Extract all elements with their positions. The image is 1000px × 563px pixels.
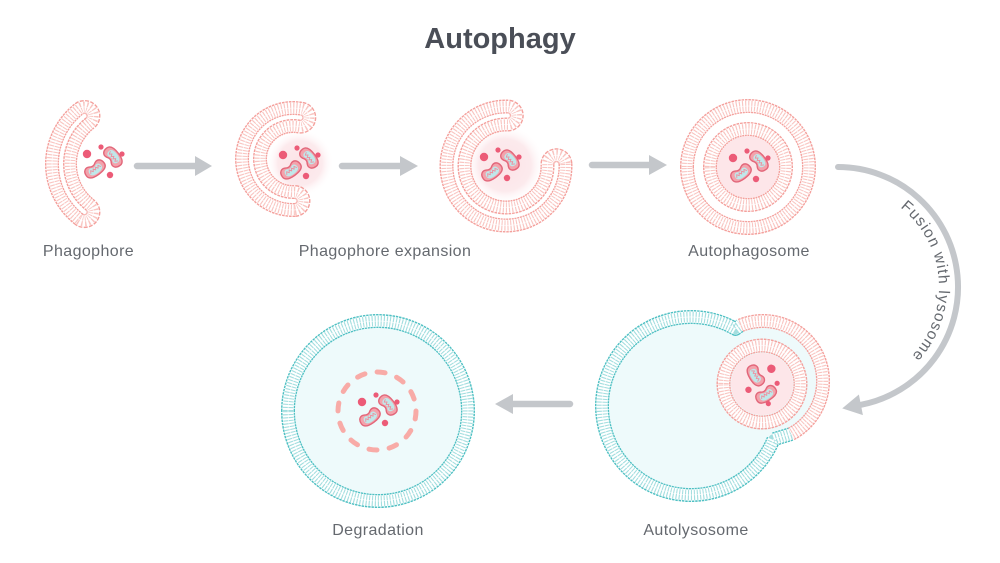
autophagosome-inner-membrane bbox=[703, 122, 793, 212]
mitochondrion-cristae bbox=[383, 399, 394, 410]
mitochondrion bbox=[103, 146, 123, 168]
mitochondrion-cristae bbox=[304, 152, 315, 163]
cargo-particle bbox=[479, 152, 489, 162]
arrow-head bbox=[400, 156, 418, 176]
cargo-particle bbox=[765, 401, 771, 407]
phagophore-expansion-early-illustration bbox=[235, 101, 334, 217]
cargo-particle bbox=[744, 148, 750, 154]
cargo-particle bbox=[294, 145, 300, 151]
mitochondrion-cristae bbox=[108, 151, 119, 162]
cargo-particle bbox=[728, 153, 738, 163]
autophagosome-outer-membrane bbox=[680, 99, 816, 235]
cargo-particle bbox=[302, 172, 310, 180]
cargo-particle bbox=[381, 419, 389, 427]
mitochondrion bbox=[755, 384, 778, 404]
bilayer-midplane bbox=[51, 106, 94, 222]
arrow-expansion-to-autophagosome bbox=[588, 155, 667, 175]
cargo-particle bbox=[315, 152, 321, 158]
diagram-title: Autophagy bbox=[424, 23, 575, 55]
lysosome-membrane bbox=[595, 310, 794, 502]
mitochondrion-cristae bbox=[754, 155, 765, 166]
expanding-phagophore-membrane bbox=[439, 99, 573, 233]
label-phagophore: Phagophore bbox=[43, 243, 134, 260]
mitochondrion bbox=[280, 160, 302, 180]
cargo-particle bbox=[357, 397, 367, 407]
label-phagophore-expansion: Phagophore expansion bbox=[299, 243, 472, 260]
label-autolysosome: Autolysosome bbox=[643, 522, 748, 539]
cargo bbox=[479, 147, 522, 182]
mitochondrion-cristae bbox=[761, 390, 773, 400]
mitochondrion-cristae bbox=[286, 165, 298, 175]
mitochondrion bbox=[359, 407, 381, 427]
cargo-particle bbox=[745, 386, 752, 394]
arrow-head bbox=[649, 155, 667, 175]
mitochondrion-cristae bbox=[751, 370, 760, 382]
mitochondrion bbox=[84, 159, 106, 179]
cargo-particle bbox=[119, 151, 125, 157]
cargo-particle bbox=[767, 364, 776, 373]
mitochondrion bbox=[749, 150, 769, 172]
fused-autophagosome-outer-membrane bbox=[737, 314, 830, 441]
bilayer-midplane bbox=[287, 320, 469, 502]
mitochondrion bbox=[299, 147, 319, 169]
mitochondrion bbox=[500, 149, 520, 171]
autophagosome-inner-membrane bbox=[716, 338, 808, 430]
arrow-head bbox=[842, 394, 863, 416]
arrow-autolysosome-to-degradation bbox=[495, 394, 574, 414]
autolysosome-illustration bbox=[595, 310, 830, 502]
mitochondrion-cristae bbox=[487, 167, 499, 177]
cargo bbox=[82, 144, 125, 179]
cargo-particle bbox=[98, 144, 104, 150]
cargo bbox=[278, 145, 321, 180]
arrow-curve bbox=[835, 164, 962, 408]
bilayer-midplane bbox=[740, 320, 824, 435]
bilayer-midplane bbox=[241, 107, 310, 211]
cargo-particle bbox=[278, 150, 288, 160]
phagophore-expansion-late-illustration bbox=[439, 99, 573, 233]
mitochondrion bbox=[730, 163, 752, 183]
arrow-phagophore-to-expansion bbox=[133, 156, 212, 176]
cargo-particle bbox=[373, 392, 379, 398]
lumen-glow bbox=[465, 125, 545, 205]
mitochondrion-cristae bbox=[90, 164, 102, 174]
arrow-head bbox=[195, 156, 212, 176]
cargo bbox=[745, 364, 780, 407]
cargo bbox=[357, 392, 400, 427]
cargo-particle bbox=[495, 147, 501, 153]
bilayer-midplane bbox=[723, 345, 801, 423]
autophagosome-illustration bbox=[680, 99, 816, 235]
arrow-expansion-to-expansion bbox=[338, 156, 418, 176]
cargo-particle bbox=[394, 399, 400, 405]
cargo-particle bbox=[516, 154, 522, 160]
cargo-particle bbox=[774, 380, 780, 386]
cargo-particle bbox=[503, 174, 511, 182]
cargo bbox=[728, 148, 771, 183]
cargo-particle bbox=[82, 149, 92, 159]
mitochondrion bbox=[481, 162, 503, 182]
mitochondrion-cristae bbox=[505, 154, 516, 165]
cargo-particle bbox=[106, 171, 114, 179]
degrading-inner-membrane bbox=[335, 369, 419, 453]
mitochondrion bbox=[746, 364, 766, 387]
arrow-head bbox=[495, 394, 513, 414]
mitochondrion-cristae bbox=[736, 168, 748, 178]
lysosome-membrane bbox=[281, 314, 475, 508]
phagophore-illustration bbox=[45, 99, 125, 229]
degradation-illustration bbox=[281, 314, 475, 508]
phagophore-double-membrane bbox=[45, 99, 101, 229]
label-degradation: Degradation bbox=[332, 522, 424, 539]
expanding-phagophore-membrane bbox=[235, 101, 317, 217]
bilayer-midplane bbox=[686, 105, 810, 229]
bilayer-midplane bbox=[601, 316, 792, 496]
bilayer-midplane bbox=[709, 128, 787, 206]
cargo-particle bbox=[765, 155, 771, 161]
mitochondrion-cristae bbox=[365, 412, 377, 422]
cargo-particle bbox=[752, 175, 760, 183]
bilayer-midplane bbox=[446, 106, 566, 226]
label-autophagosome: Autophagosome bbox=[688, 243, 810, 260]
mitochondrion bbox=[378, 394, 398, 416]
